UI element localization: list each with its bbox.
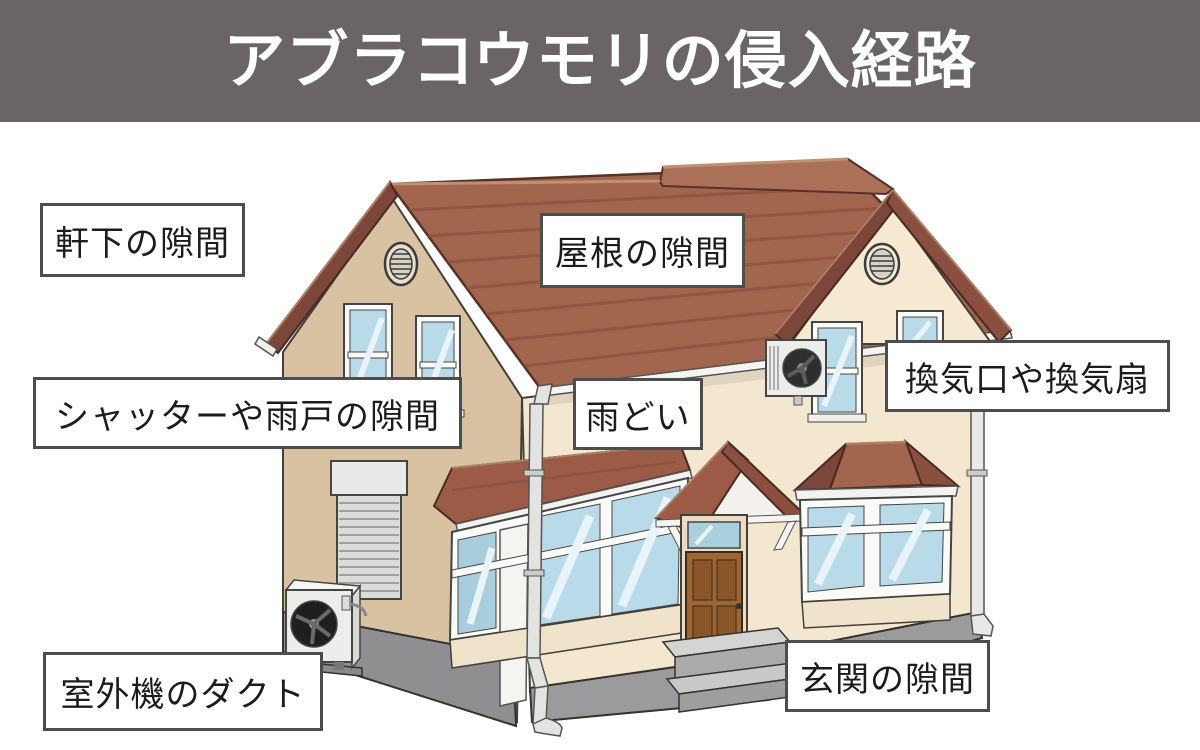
outdoor-ac-unit	[280, 579, 368, 677]
bay-roof-right	[903, 438, 961, 488]
fan-window	[807, 321, 867, 423]
label-entrance-gap: 玄関の隙間	[785, 640, 990, 712]
label-rain-gutter: 雨どい	[573, 378, 703, 450]
title-bar: アブラコウモリの侵入経路	[0, 0, 1200, 122]
label-eaves-gap: 軒下の隙間	[40, 203, 245, 277]
label-roof-gap: 屋根の隙間	[540, 213, 745, 288]
attic-vent-oval	[383, 241, 419, 287]
wall-ventilation-fan	[765, 339, 827, 406]
gutter-end-cap	[254, 335, 278, 358]
attic-vent-round	[863, 242, 901, 286]
door-transom	[687, 521, 741, 549]
bay-base	[801, 593, 951, 629]
label-vent-fan: 換気口や換気扇	[885, 340, 1170, 412]
page-title: アブラコウモリの侵入経路	[223, 24, 977, 97]
entrance-steps	[661, 627, 814, 713]
roller-shutter-window	[330, 460, 408, 600]
label-ac-duct: 室外機のダクト	[43, 652, 323, 731]
downspout-front	[523, 383, 563, 737]
porch-strut-right	[773, 520, 797, 551]
door-knob	[736, 603, 742, 609]
sunroom-corner-post	[499, 523, 529, 707]
sunroom-glass-corner	[457, 531, 497, 635]
sunroom-fascia	[455, 469, 693, 533]
bay-window	[792, 438, 961, 629]
label-shutter-gap: シャッターや雨戸の隙間	[33, 377, 462, 449]
